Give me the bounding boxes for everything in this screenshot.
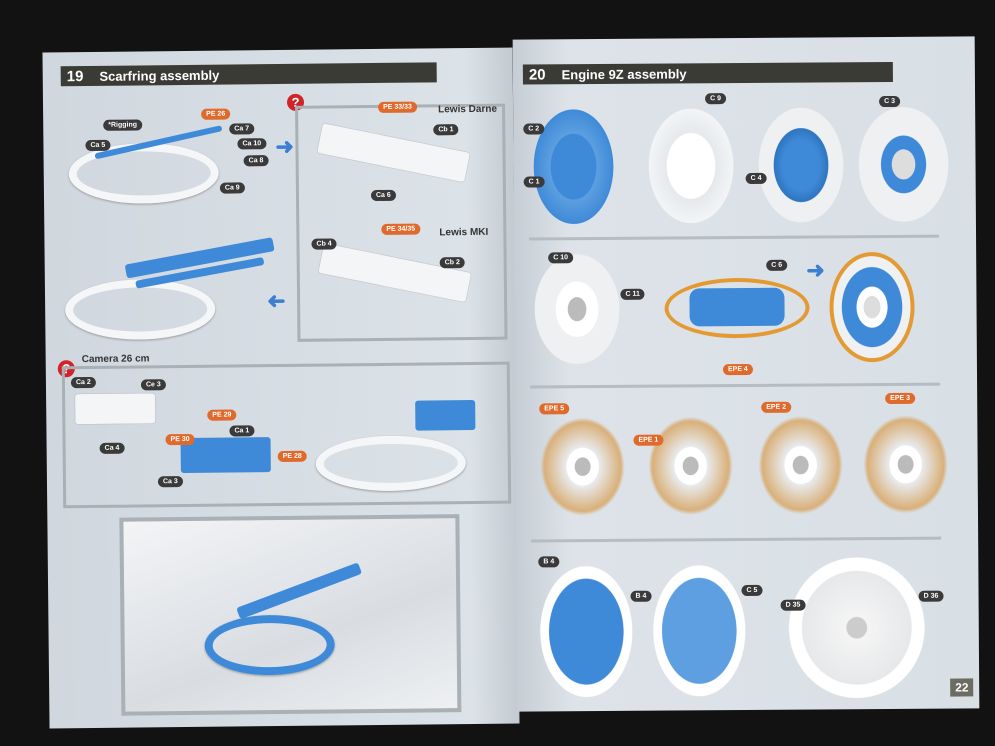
part-label: Ca 3 xyxy=(157,476,183,488)
part-label: *Rigging xyxy=(103,119,143,131)
part-label: PE 30 xyxy=(165,433,195,446)
part-label: PE 29 xyxy=(207,409,237,421)
engine-step-4 xyxy=(858,106,949,223)
step-20-header: 20 Engine 9Z assembly xyxy=(522,61,893,85)
part-label: Ca 8 xyxy=(243,155,269,167)
lewis-mki-title: Lewis MKI xyxy=(439,226,489,239)
step-title: Engine 9Z assembly xyxy=(561,65,687,82)
part-label: D 35 xyxy=(780,599,806,611)
engine-step-3 xyxy=(758,107,844,223)
divider xyxy=(530,382,941,389)
arrow-icon: ➜ xyxy=(275,133,295,160)
camera-mount xyxy=(75,393,156,425)
lewis-mki-illustration xyxy=(318,243,472,303)
cowling-front xyxy=(538,563,635,700)
part-label: Ca 10 xyxy=(237,138,267,150)
cowling-mesh xyxy=(651,563,748,699)
photo-ring xyxy=(204,614,336,676)
part-label: EPE 5 xyxy=(539,403,570,415)
step-number: 19 xyxy=(66,67,84,85)
photo-guns xyxy=(236,562,363,620)
part-label: EPE 1 xyxy=(633,434,664,446)
part-label: C 6 xyxy=(766,259,788,271)
arrow-icon: ➜ xyxy=(266,287,286,314)
engine-step-7 xyxy=(537,413,629,520)
assembled-photo xyxy=(119,514,462,716)
divider xyxy=(529,234,940,241)
part-label: Ca 9 xyxy=(219,182,245,194)
engine-step-6 xyxy=(829,251,915,363)
camera-box: Ca 2 Ce 3 Ca 4 PE 29 PE 30 Ca 1 PE 28 Ca… xyxy=(61,361,512,509)
camera-body xyxy=(180,437,271,474)
camera-ring xyxy=(315,435,467,492)
part-label: D 36 xyxy=(918,590,944,602)
part-label: PE 28 xyxy=(277,450,307,463)
engine-step-10 xyxy=(860,411,952,518)
scarfring-illustration xyxy=(68,142,220,205)
gun-options-box: Lewis Darne PE 33/33 Cb 1 Ca 6 Lewis MKI… xyxy=(295,101,508,342)
part-label: Cb 1 xyxy=(433,124,459,136)
step-19-header: 19 Scarfring assembly xyxy=(60,62,437,87)
engine-step-1 xyxy=(533,108,614,225)
left-page: 19 Scarfring assembly PE 26 *Rigging Ca … xyxy=(42,47,520,729)
divider xyxy=(531,536,942,543)
part-label: C 3 xyxy=(879,95,901,108)
camera-assembled xyxy=(415,399,476,431)
part-label: C 10 xyxy=(548,252,574,264)
engine-step-2 xyxy=(648,108,734,224)
engine-mount xyxy=(689,287,785,327)
page-number: 22 xyxy=(950,678,974,697)
part-label: C 11 xyxy=(620,288,645,300)
lewis-darne-title: Lewis Darne xyxy=(438,103,498,116)
part-label: Ca 6 xyxy=(370,189,396,202)
part-label: Ce 3 xyxy=(140,379,166,391)
part-label: PE 26 xyxy=(201,108,231,120)
part-label: Ca 2 xyxy=(70,376,96,389)
part-label: EPE 3 xyxy=(885,392,916,405)
step-title: Scarfring assembly xyxy=(99,67,220,84)
part-label: Ca 5 xyxy=(85,139,111,152)
part-label: B 4 xyxy=(538,556,560,568)
part-label: EPE 4 xyxy=(722,363,753,376)
part-label: C 1 xyxy=(523,176,545,188)
camera-title: Camera 26 cm xyxy=(81,353,150,366)
engine-step-9 xyxy=(755,412,847,518)
part-label: Cb 4 xyxy=(311,238,337,250)
step-number: 20 xyxy=(528,65,546,84)
part-label: C 4 xyxy=(745,172,767,184)
part-label: PE 33/33 xyxy=(378,101,417,113)
part-label: EPE 2 xyxy=(761,401,792,413)
engine-step-8 xyxy=(645,413,737,519)
part-label: Ca 4 xyxy=(99,442,125,454)
right-page: 20 Engine 9Z assembly C 2 C 1 C 9 C 4 C … xyxy=(512,36,980,712)
part-label: Ca 1 xyxy=(229,425,255,437)
part-label: Ca 7 xyxy=(229,123,255,135)
part-label: C 9 xyxy=(705,93,727,105)
part-label: B 4 xyxy=(630,590,652,602)
part-label: C 2 xyxy=(523,123,545,135)
engine-step-5 xyxy=(534,253,620,365)
cowling-assembled xyxy=(786,554,928,701)
part-label: C 5 xyxy=(741,584,763,597)
part-label: Cb 2 xyxy=(439,257,465,269)
arrow-icon: ➜ xyxy=(806,257,825,283)
part-label: PE 34/35 xyxy=(381,223,421,235)
